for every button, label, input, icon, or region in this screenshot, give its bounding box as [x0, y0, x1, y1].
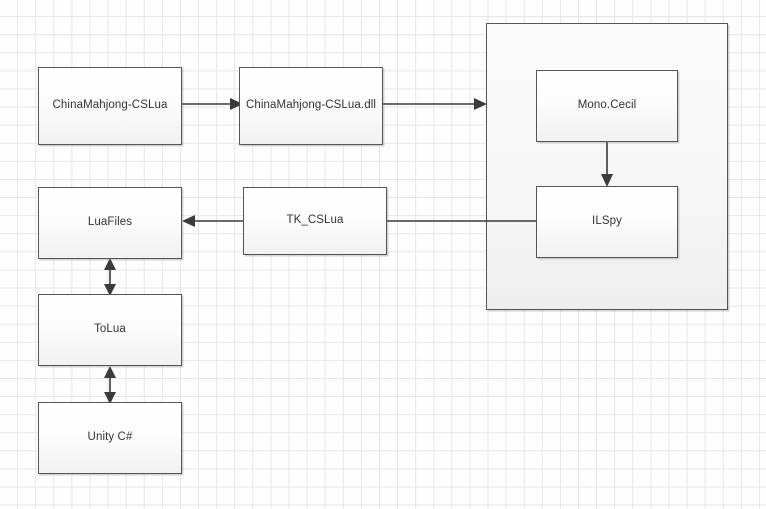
- node-ilspy[interactable]: ILSpy: [536, 186, 678, 258]
- arrow-tolua-unitycsharp-bidirectional: [104, 366, 116, 404]
- node-tolua[interactable]: ToLua: [38, 294, 182, 366]
- node-tk-cslua[interactable]: TK_CSLua: [243, 187, 387, 255]
- arrow-dll-to-decompiler-group: [382, 98, 487, 110]
- node-luafiles[interactable]: LuaFiles: [38, 187, 182, 259]
- node-chinamahjong-cslua-dll[interactable]: ChinaMahjong-CSLua.dll: [239, 67, 383, 145]
- arrow-tkcslua-to-luafiles: [182, 215, 243, 227]
- arrow-monocecil-to-ilspy: [601, 142, 613, 187]
- node-unity-csharp[interactable]: Unity C#: [38, 402, 182, 474]
- arrow-luafiles-tolua-bidirectional: [104, 258, 116, 296]
- arrow-cslua-to-dll: [182, 98, 243, 110]
- node-chinamahjong-cslua[interactable]: ChinaMahjong-CSLua: [38, 67, 182, 145]
- node-mono-cecil[interactable]: Mono.Cecil: [536, 70, 678, 142]
